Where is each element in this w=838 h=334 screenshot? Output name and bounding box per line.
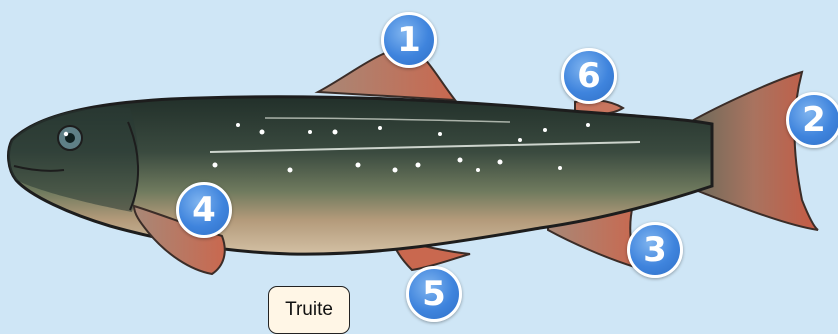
- marker-5[interactable]: 5: [406, 266, 462, 322]
- species-label: Truite: [268, 286, 350, 334]
- marker-4[interactable]: 4: [176, 182, 232, 238]
- marker-2[interactable]: 2: [786, 92, 838, 148]
- marker-1[interactable]: 1: [381, 12, 437, 68]
- marker-3[interactable]: 3: [627, 222, 683, 278]
- marker-6[interactable]: 6: [561, 48, 617, 104]
